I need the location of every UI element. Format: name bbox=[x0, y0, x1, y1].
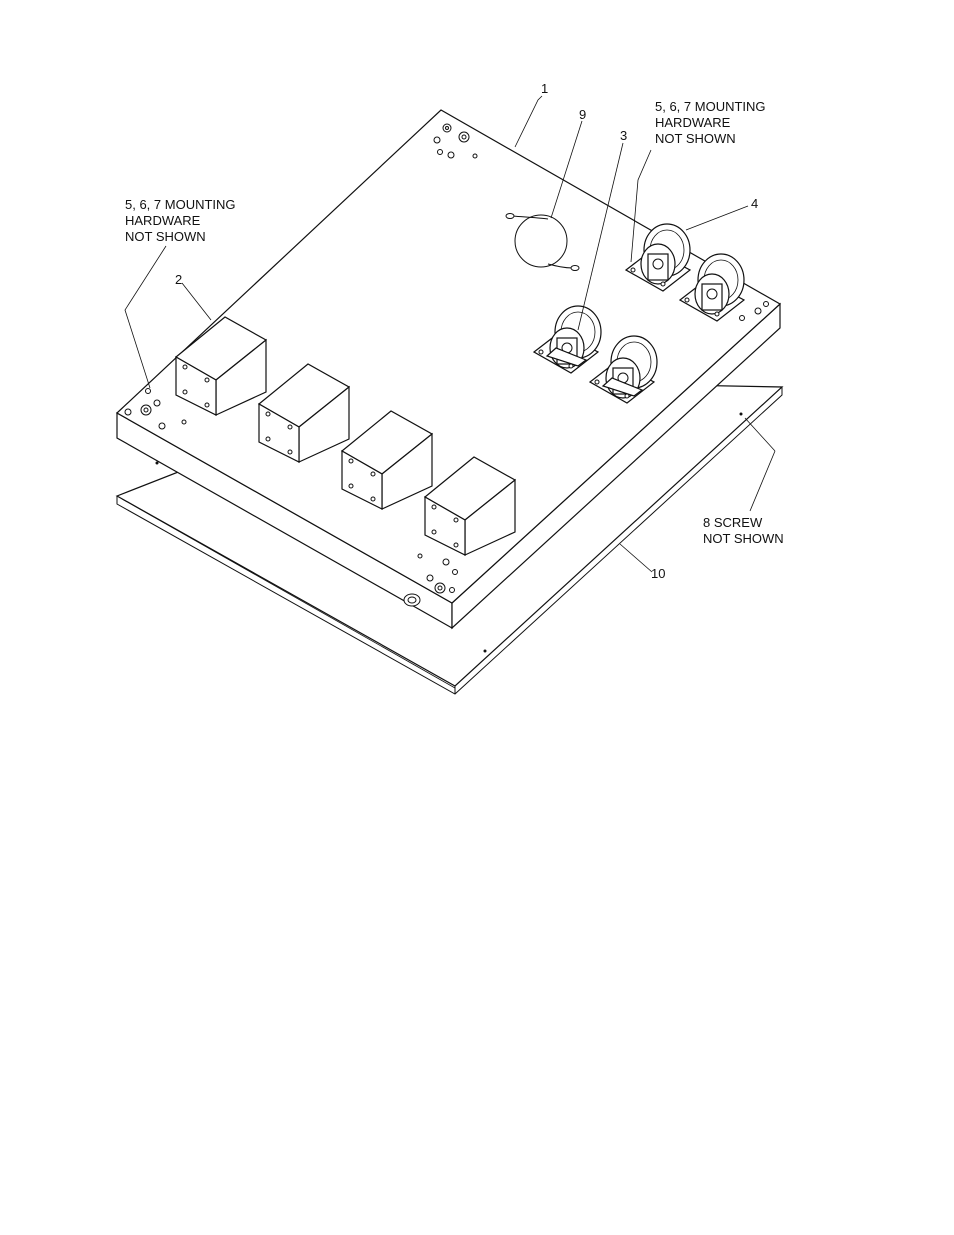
note-screw: 8 SCREW NOT SHOWN bbox=[703, 515, 784, 546]
note-mount-right: 5, 6, 7 MOUNTING HARDWARE NOT SHOWN bbox=[655, 99, 769, 146]
callout-4: 4 bbox=[751, 196, 758, 211]
callout-3: 3 bbox=[620, 128, 627, 143]
callout-1: 1 bbox=[541, 81, 548, 96]
callout-2: 2 bbox=[175, 272, 182, 287]
note-mount-left: 5, 6, 7 MOUNTING HARDWARE NOT SHOWN bbox=[125, 197, 239, 244]
callout-10: 10 bbox=[651, 566, 665, 581]
callout-9: 9 bbox=[579, 107, 586, 122]
